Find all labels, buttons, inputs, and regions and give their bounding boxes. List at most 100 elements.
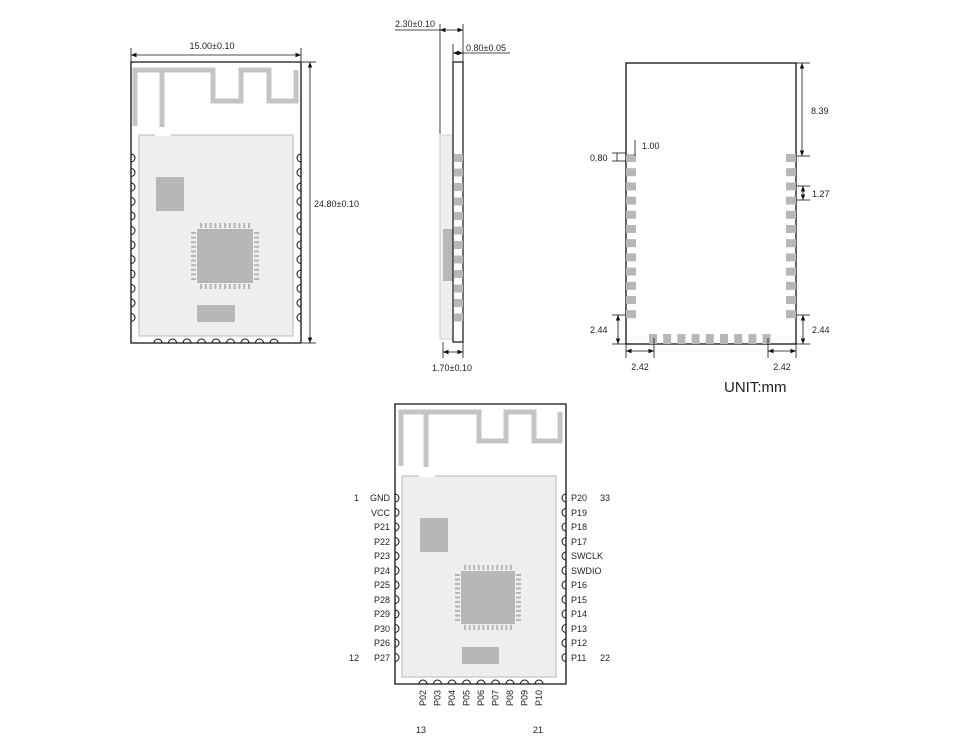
- pin-number-33: 33: [600, 493, 610, 503]
- castellation-hole: [394, 638, 400, 648]
- chip-pin: [455, 583, 460, 585]
- pin-label-left: P26: [374, 638, 390, 648]
- side-view-pad: [454, 154, 463, 162]
- top-view-chip: [197, 229, 253, 283]
- footprint-pad-bottom: [762, 334, 771, 344]
- castellation-hole: [394, 566, 400, 575]
- castellation-hole: [130, 182, 136, 192]
- castellation-hole: [394, 537, 400, 546]
- castellation-hole: [255, 338, 264, 344]
- chip-pin: [516, 574, 521, 576]
- castellation-hole: [394, 580, 400, 590]
- pcb-thickness-dimension-label: 0.80±0.05: [466, 43, 506, 53]
- top-view-crystal: [156, 177, 184, 211]
- pin-label-bottom: P08: [505, 690, 515, 706]
- pinout-right-castellations: [561, 493, 567, 662]
- pin-label-bottom: P10: [534, 690, 544, 706]
- chip-pin: [254, 245, 259, 248]
- pin-label-right: SWDIO: [571, 566, 602, 576]
- footprint-pad-right: [786, 267, 796, 276]
- pinout-crystal: [420, 518, 448, 552]
- castellation-hole: [394, 595, 400, 604]
- castellation-hole: [130, 240, 136, 250]
- right-edge-dimension: 2.44: [796, 314, 830, 345]
- pin-label-left: P30: [374, 624, 390, 634]
- pin-label-bottom: P02: [418, 690, 428, 706]
- left-edge-dimension-label: 2.44: [590, 325, 608, 335]
- footprint-pad-left: [626, 296, 636, 304]
- footprint-pad-left: [626, 281, 636, 290]
- castellation-hole: [182, 338, 192, 344]
- chip-pin: [455, 574, 460, 576]
- chip-pin: [477, 565, 480, 570]
- chip-pin: [455, 619, 460, 621]
- side-view-pad: [454, 255, 463, 264]
- chip-pin: [254, 278, 259, 280]
- side-view-pad: [454, 212, 463, 220]
- pin-label-right: P12: [571, 638, 587, 648]
- pin-label-left: P25: [374, 580, 390, 590]
- side-view-pad: [454, 299, 463, 307]
- chip-pin: [214, 284, 217, 289]
- pin-label-bottom: P07: [491, 690, 501, 706]
- footprint-pad-right: [786, 281, 796, 290]
- castellation-hole: [561, 638, 567, 648]
- pin-label-left: P23: [374, 551, 390, 561]
- bottom-right-dimension: 2.42: [767, 338, 797, 372]
- castellation-hole: [476, 679, 486, 685]
- chip-pin: [455, 610, 460, 612]
- pin-numbers: 1 12 33 22 13 21: [349, 493, 610, 735]
- chip-pin: [455, 614, 460, 617]
- castellation-hole: [130, 269, 136, 279]
- footprint-pad-right: [786, 253, 796, 262]
- chip-pin: [200, 284, 202, 289]
- castellation-hole: [561, 508, 567, 517]
- castellation-hole: [153, 338, 163, 344]
- chip-pin: [516, 592, 521, 594]
- pin-number-13: 13: [416, 725, 426, 735]
- footprint-pad-bottom: [748, 334, 757, 344]
- chip-pin: [191, 264, 196, 267]
- footprint-pad-right: [786, 296, 796, 304]
- castellation-hole: [197, 338, 206, 344]
- castellation-hole: [130, 211, 136, 221]
- castellation-hole: [211, 338, 221, 344]
- pad-width-dimension-label: 1.00: [642, 141, 660, 151]
- bottom-left-dimension: 2.42: [625, 338, 655, 372]
- chip-pin: [219, 284, 222, 289]
- chip-pin: [468, 565, 471, 570]
- chip-pin: [473, 565, 476, 570]
- pinout-left-castellations: [394, 493, 400, 662]
- footprint-pad-right: [786, 239, 796, 248]
- footprint-pad-left: [626, 168, 636, 177]
- pin-label-right: P13: [571, 624, 587, 634]
- chip-pin: [233, 284, 236, 289]
- chip-pin: [505, 565, 508, 570]
- pinout-view: GND VCC P21 P22 P23 P24 P25 P28 P29 P30 …: [349, 403, 610, 735]
- chip-pin: [482, 565, 485, 570]
- chip-pin: [487, 625, 489, 630]
- bottom-left-dimension-label: 2.42: [631, 362, 649, 372]
- width-dimension: 15.00±0.10: [130, 41, 302, 62]
- right-edge-dimension-label: 2.44: [812, 325, 830, 335]
- chip-pin: [455, 601, 460, 603]
- pitch-dimension: 1.27: [796, 185, 830, 201]
- castellation-hole: [561, 537, 567, 546]
- chip-pin: [510, 625, 512, 630]
- footprint-pad-left: [626, 210, 636, 219]
- castellation-hole: [296, 168, 302, 177]
- castellation-hole: [296, 226, 302, 235]
- top-view-outline: [130, 61, 302, 344]
- castellation-hole: [561, 624, 567, 633]
- castellation-hole: [296, 284, 302, 293]
- castellation-hole: [561, 566, 567, 575]
- chip-pin: [191, 273, 196, 276]
- footprint-pad-bottom: [663, 334, 672, 344]
- width-dimension-label: 15.00±0.10: [190, 41, 235, 51]
- side-view-pad: [454, 226, 463, 235]
- chip-pin: [516, 596, 521, 599]
- castellation-hole: [394, 653, 400, 662]
- side-bottom-dimension-label: 1.70±0.10: [432, 363, 472, 373]
- chip-pin: [243, 284, 246, 289]
- pad-height-dimension-label: 0.80: [590, 153, 608, 163]
